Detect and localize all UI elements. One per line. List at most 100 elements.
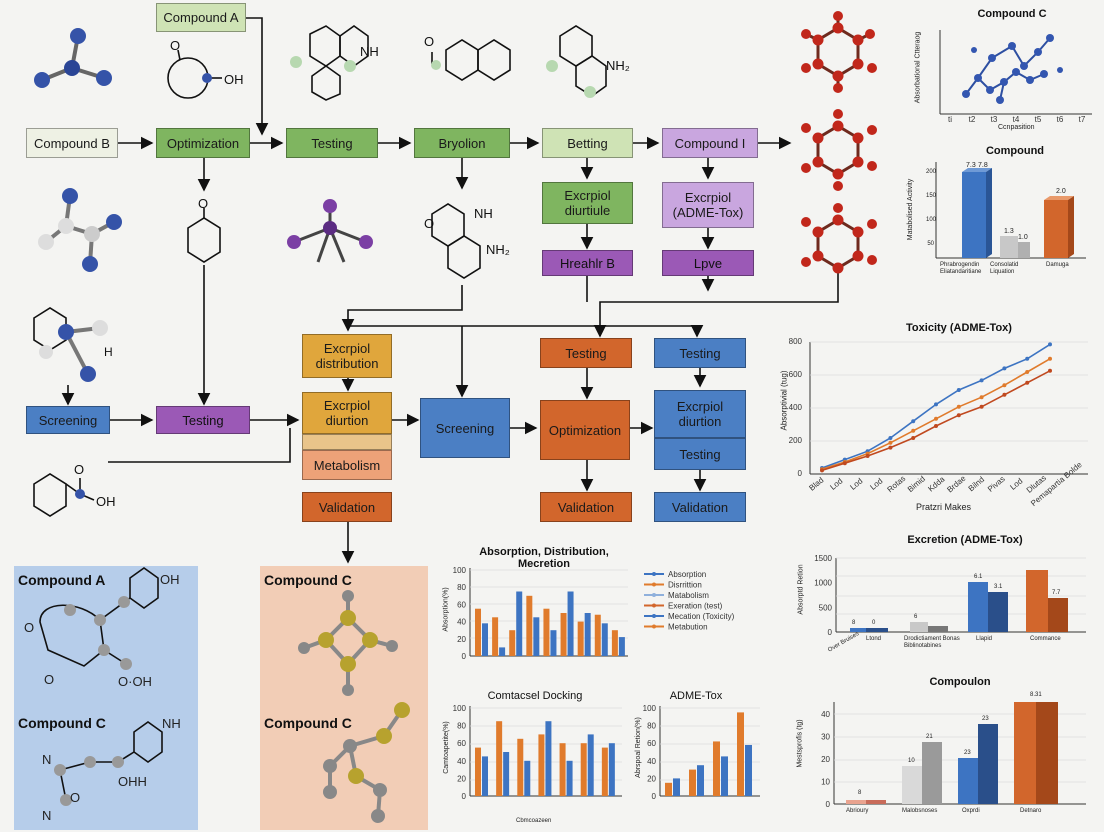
box-validation-left[interactable]: Validation xyxy=(302,492,392,522)
chart-bar xyxy=(697,765,704,796)
toxicity-point xyxy=(934,402,938,407)
chart-bar xyxy=(526,595,533,656)
box-screening-left[interactable]: Screening xyxy=(26,406,110,434)
excretion-data-label-6: 7.7 xyxy=(1052,590,1061,596)
toxicity-point xyxy=(911,428,916,433)
molecule-purple xyxy=(287,199,373,263)
excretion-cat-2: Ltond xyxy=(866,636,882,642)
atom-oh-panel: OH xyxy=(160,572,180,587)
box-compound-i[interactable]: Compound I xyxy=(662,128,758,158)
box-betting[interactable]: Betting xyxy=(542,128,633,158)
box-testing-right[interactable]: Testing xyxy=(654,338,746,368)
box-testing-mid[interactable]: Testing xyxy=(540,338,632,368)
peach-label-compound-c-2: Compound C xyxy=(264,715,352,731)
box-testing-right-2[interactable]: Testing xyxy=(654,438,746,470)
ytick: 40 xyxy=(457,757,466,766)
box-testing-top[interactable]: Testing xyxy=(286,128,378,158)
compoun-data-label-2: 10 xyxy=(908,758,915,764)
box-bryolion[interactable]: Bryolion xyxy=(414,128,510,158)
excretion-cat-4: Llapid xyxy=(976,636,993,642)
compoun-cat-1: Abrioury xyxy=(846,808,869,814)
box-optimization[interactable]: Optimization xyxy=(156,128,250,158)
chart-bar xyxy=(503,752,510,796)
chart-bar xyxy=(580,743,587,796)
atom-nh-mid-label: NH xyxy=(474,206,493,221)
box-compound-b[interactable]: Compound B xyxy=(26,128,118,158)
toxicity-point xyxy=(1002,383,1007,388)
chart-bar xyxy=(543,608,550,656)
box-testing-left[interactable]: Testing xyxy=(156,406,250,434)
chart-toxicity-xlabel: Pratzri Makes xyxy=(916,502,972,512)
compoun-cat-3: Oxprdi xyxy=(962,808,980,814)
ytick: 1000 xyxy=(814,579,832,588)
toxicity-point xyxy=(1048,342,1052,347)
chart-excretion-ylabel: Absorptd Retion xyxy=(797,564,805,615)
chart-absorption xyxy=(469,568,628,657)
chart-bar xyxy=(559,743,566,796)
box-excrpiol-admetox[interactable]: Excrpiol (ADME-Tox) xyxy=(662,182,754,228)
box-screening-mid[interactable]: Screening xyxy=(420,398,510,458)
chart-bar xyxy=(492,617,499,656)
chart-compound-c xyxy=(939,30,1092,115)
toxicity-xtick: Lod xyxy=(848,476,864,491)
chart-bar xyxy=(611,630,618,656)
ytick: 80 xyxy=(647,722,656,731)
chart-docking-title: Comtacsel Docking xyxy=(487,690,583,702)
toxicity-ytick: 0 xyxy=(798,469,803,478)
molecule-red-hexagon-3 xyxy=(801,203,877,274)
box-excrpiol-diurtion-right[interactable]: Excrpiol diurtion xyxy=(654,390,746,438)
legend-marker xyxy=(652,614,656,618)
ytick: 100 xyxy=(453,566,467,575)
toxicity-point xyxy=(1048,368,1052,373)
molecule-red-hexagon-1 xyxy=(801,11,877,93)
excretion-data-label-1: 8 xyxy=(852,620,856,626)
molecule-peach-chain xyxy=(323,702,410,823)
chart-bar xyxy=(721,756,728,796)
ytick: 80 xyxy=(457,722,466,731)
box-excrpiol-diurtion[interactable]: Excrpiol diurtion xyxy=(302,392,392,434)
peach-label-compound-c-1: Compound C xyxy=(264,572,352,588)
box-lpve[interactable]: Lpve xyxy=(662,250,754,276)
compound-c-xtick: t6 xyxy=(1057,115,1064,124)
atom-o-left-label: O xyxy=(74,462,84,477)
compound-c-xtick: t5 xyxy=(1035,115,1042,124)
ytick: 60 xyxy=(457,739,466,748)
toxicity-point xyxy=(934,424,938,428)
box-excrpiol-diurtiule[interactable]: Excrpiol diurtiule xyxy=(542,182,633,224)
box-validation-mid[interactable]: Validation xyxy=(540,492,632,522)
legend-label: Disrrittion xyxy=(668,581,702,590)
box-excrpiol-distribution[interactable]: Excrpiol distribution xyxy=(302,334,392,378)
box-hreahir-b[interactable]: Hreahlr B xyxy=(542,250,633,276)
ytick: 100 xyxy=(453,704,467,713)
box-optimization-mid[interactable]: Optimization xyxy=(540,400,630,460)
ytick: 40 xyxy=(821,710,830,719)
toxicity-point xyxy=(911,436,916,440)
box-compound-a[interactable]: Compound A xyxy=(156,3,246,32)
box-validation-right[interactable]: Validation xyxy=(654,492,746,522)
chart-bar xyxy=(475,747,481,796)
toxicity-xtick: Lod xyxy=(868,476,884,491)
chart-compoun xyxy=(833,702,1086,805)
chart-bar xyxy=(673,778,680,796)
atom-o-ring-label: O xyxy=(198,196,208,211)
chart-admetox-ylabel: Abrspoal Retion(%) xyxy=(634,717,642,778)
box-metabolism[interactable]: Metabolism xyxy=(302,450,392,480)
compound-c-xtick: t4 xyxy=(1013,115,1020,124)
box-separator xyxy=(302,434,392,450)
excretion-data-label-3: 6 xyxy=(914,614,918,620)
toxicity-point xyxy=(934,416,938,421)
atom-o-panel-3: O xyxy=(70,790,81,805)
compound-c-xtick: ti xyxy=(948,115,952,124)
chart-bar xyxy=(713,741,720,796)
toxicity-point xyxy=(865,454,870,458)
molecule-panel-compound-a xyxy=(39,567,159,670)
ytick: 20 xyxy=(457,635,466,644)
atom-o-panel-2: O xyxy=(44,672,55,687)
excretion-cat-3: Drodictiament Bonas Biblinotabines xyxy=(904,636,960,649)
chart-bar xyxy=(482,623,488,656)
compoun-data-label-4: 23 xyxy=(964,750,971,756)
chart-docking-xlabel: Cbmcoazeen xyxy=(516,818,552,824)
ytick: 0 xyxy=(462,792,467,801)
toxicity-ytick: 200 xyxy=(789,436,803,445)
